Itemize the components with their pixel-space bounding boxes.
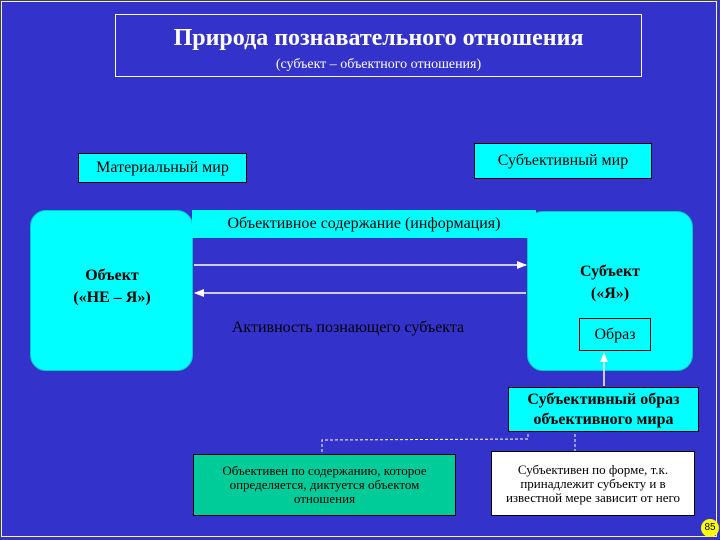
- subjective-image-box: Субъективный образ объективного мира: [508, 387, 699, 432]
- object-title: Объект: [85, 267, 139, 284]
- object-subtitle: («НЕ – Я»): [73, 289, 151, 306]
- material-world-label: Материальный мир: [78, 153, 247, 183]
- information-label: Объективное содержание (информация): [192, 210, 536, 238]
- subject-subtitle: («Я»): [590, 285, 630, 302]
- image-box: Образ: [579, 318, 651, 351]
- subject-label: Субъект («Я»): [560, 261, 660, 305]
- subjective-form-note: Субъективен по форме, т.к. принадлежит с…: [491, 451, 695, 516]
- title-box: Природа познавательного отношения (субъе…: [115, 14, 642, 77]
- object-block: [30, 210, 193, 371]
- objective-content-note: Объективен по содержанию, которое опреде…: [193, 454, 456, 516]
- page-title: Природа познавательного отношения: [173, 25, 584, 51]
- left-note-connector: [321, 434, 529, 454]
- object-label: Объект («НЕ – Я»): [52, 265, 172, 309]
- subjective-image-line1: Субъективный образ: [527, 390, 680, 408]
- activity-label: Активность познающего субъекта: [231, 319, 465, 336]
- subjective-world-label: Субъективный мир: [474, 143, 652, 179]
- subjective-image-line2: объективного мира: [533, 410, 674, 428]
- page-subtitle: (субъект – объектного отношения): [275, 57, 482, 72]
- subject-title: Субъект: [579, 263, 641, 280]
- page-number-badge: 85: [701, 519, 719, 537]
